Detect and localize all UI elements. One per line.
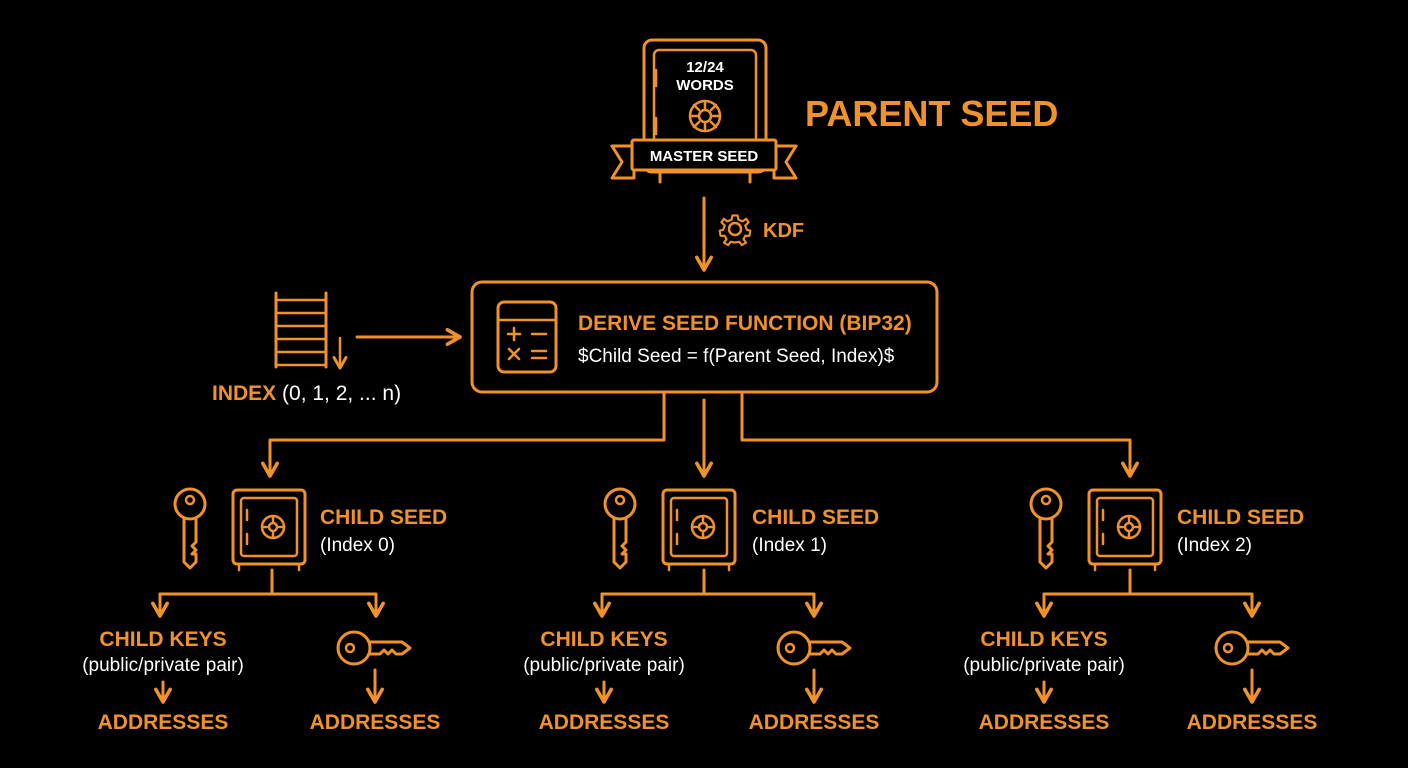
- child-safe-icon: [661, 488, 737, 572]
- index-label: INDEX: [212, 382, 276, 405]
- child-seed-title: CHILD SEED: [320, 506, 447, 529]
- ladder-icon: [274, 291, 328, 369]
- child-seed-index: (Index 2): [1177, 535, 1252, 556]
- derive-formula: $Child Seed = f(Parent Seed, Index)$: [578, 346, 895, 367]
- addresses-right: ADDRESSES: [1187, 711, 1318, 734]
- child-seed-title: CHILD SEED: [1177, 506, 1304, 529]
- addresses-left: ADDRESSES: [539, 711, 670, 734]
- child-keys-title: CHILD KEYS: [980, 628, 1107, 651]
- child-keys-sub: (public/private pair): [523, 655, 685, 676]
- child-key-vertical-icon: [603, 487, 637, 570]
- vault-words-line2: WORDS: [676, 77, 734, 94]
- addresses-right: ADDRESSES: [749, 711, 880, 734]
- child-key-horizontal-icon: [336, 630, 412, 666]
- index-range: (0, 1, 2, ... n): [276, 382, 401, 405]
- calculator-icon: [496, 300, 558, 374]
- child-safe-icon: [231, 488, 307, 572]
- child-keys-title: CHILD KEYS: [99, 628, 226, 651]
- addresses-left: ADDRESSES: [98, 711, 229, 734]
- vault-words-line1: 12/24: [686, 59, 724, 76]
- addresses-right: ADDRESSES: [310, 711, 441, 734]
- index-caption: INDEX (0, 1, 2, ... n): [212, 382, 401, 405]
- derive-function-box: [470, 280, 939, 394]
- child-key-horizontal-icon: [1214, 630, 1290, 666]
- parent-seed-title: PARENT SEED: [805, 93, 1058, 134]
- child-key-vertical-icon: [173, 487, 207, 570]
- child-seed-group-0: CHILD SEED (Index 0) CHILD KEYS (public/…: [82, 487, 447, 734]
- child-keys-title: CHILD KEYS: [540, 628, 667, 651]
- gear-icon: [718, 214, 752, 247]
- child-seed-group-2: CHILD SEED (Index 2) CHILD KEYS (public/…: [963, 487, 1318, 734]
- kdf-label: KDF: [763, 220, 804, 242]
- child-safe-icon: [1087, 488, 1163, 572]
- master-seed-vault-icon: [610, 38, 798, 184]
- branch-connectors: [261, 390, 1139, 478]
- child-keys-sub: (public/private pair): [82, 655, 244, 676]
- child-seed-index: (Index 1): [752, 535, 827, 556]
- master-seed-banner: MASTER SEED: [650, 148, 759, 165]
- child-seed-group-1: CHILD SEED (Index 1) CHILD KEYS (public/…: [523, 487, 880, 734]
- child-seed-index: (Index 0): [320, 535, 395, 556]
- addresses-left: ADDRESSES: [979, 711, 1110, 734]
- child-key-vertical-icon: [1029, 487, 1063, 570]
- child-keys-sub: (public/private pair): [963, 655, 1125, 676]
- child-key-horizontal-icon: [776, 630, 852, 666]
- derive-title: DERIVE SEED FUNCTION (BIP32): [578, 312, 912, 335]
- child-seed-title: CHILD SEED: [752, 506, 879, 529]
